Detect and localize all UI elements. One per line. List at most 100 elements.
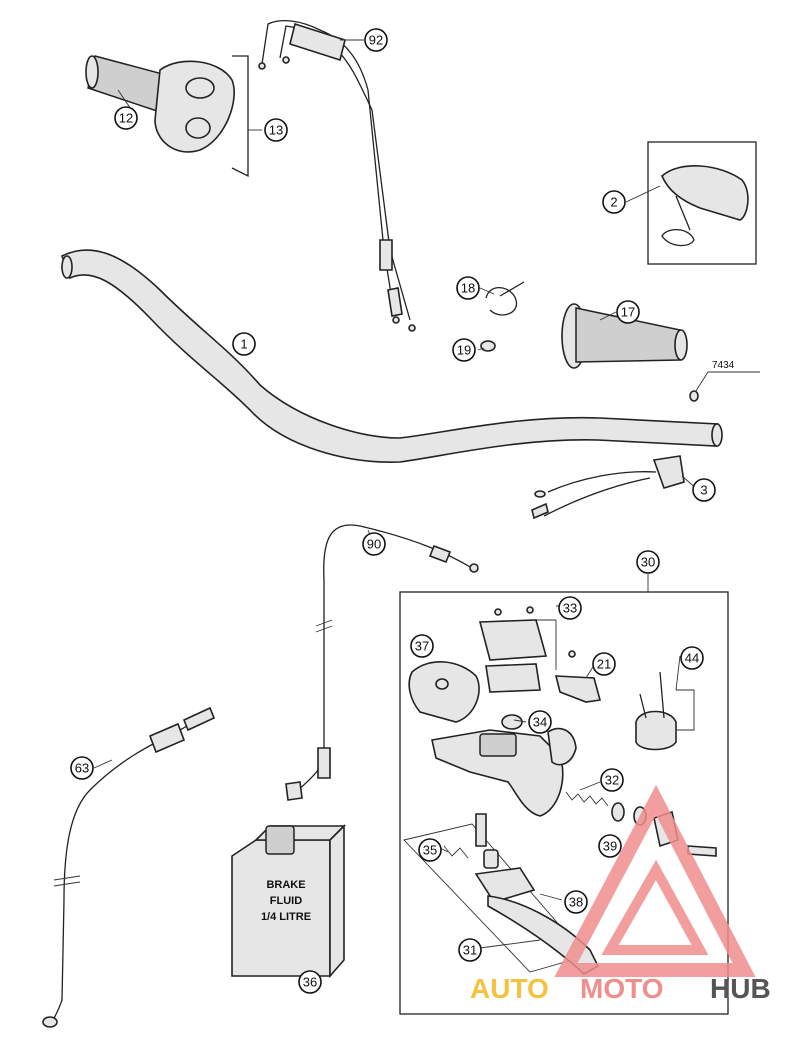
brake-assembly-box: [399, 574, 729, 1015]
brake-fluid-bottle: BRAKE FLUID 1/4 LITRE: [231, 824, 346, 979]
callout-circle: [452, 338, 476, 362]
callout-2: 2: [602, 190, 626, 214]
callout-circle: [410, 634, 434, 658]
watermark-logo: [554, 784, 756, 977]
callout-number: 3: [700, 483, 707, 498]
callout-33: 33: [558, 596, 582, 620]
callout-30: 30: [636, 550, 660, 574]
callout-34: 34: [528, 710, 552, 734]
callout-number: 21: [597, 657, 611, 672]
callout-number: 33: [563, 601, 577, 616]
callout-44: 44: [680, 646, 704, 670]
callout-number: 90: [367, 537, 381, 552]
callout-circle: [298, 970, 322, 994]
callout-32: 32: [600, 768, 624, 792]
handlebar: [61, 249, 723, 463]
throttle-housing-bracket: [231, 55, 249, 178]
callout-92: 92: [364, 28, 388, 52]
reservoir-protector: [408, 661, 480, 723]
left-grip: [561, 303, 688, 369]
bottle-label-line1: BRAKE: [266, 879, 305, 891]
reservoir-seal: [501, 714, 523, 730]
callout-circle: [362, 532, 386, 556]
ref-7434-leader: [689, 371, 760, 402]
leader-lines: [93, 39, 699, 949]
master-cylinder: [431, 727, 577, 817]
callout-circle: [70, 756, 94, 780]
callout-17: 17: [616, 300, 640, 324]
callout-63: 63: [70, 756, 94, 780]
callout-number: 12: [119, 111, 133, 126]
callout-number: 63: [75, 761, 89, 776]
bottle-label-line2: FLUID: [270, 895, 302, 907]
callout-circle: [564, 890, 588, 914]
callout-number: 44: [685, 651, 699, 666]
callout-number: 1: [240, 337, 247, 352]
clutch-cable: [42, 706, 216, 1028]
callout-circle: [528, 710, 552, 734]
callout-circle: [418, 838, 442, 862]
reservoir-cover: [478, 606, 557, 693]
callout-circle: [692, 478, 716, 502]
kill-switch: [531, 455, 685, 520]
callout-21: 21: [592, 652, 616, 676]
callout-circle: [598, 834, 622, 858]
bar-end-plug: [480, 340, 496, 352]
callout-36: 36: [298, 970, 322, 994]
cable-tie: [485, 281, 525, 316]
throttle-cable: [258, 19, 416, 332]
watermark-auto: AUTO: [470, 973, 549, 1004]
callout-circle: [602, 190, 626, 214]
callout-number: 35: [423, 843, 437, 858]
callout-circle: [232, 332, 256, 356]
callout-number: 18: [461, 281, 475, 296]
callout-number: 38: [569, 895, 583, 910]
callout-number: 13: [269, 123, 283, 138]
hot-start-cable: [285, 524, 479, 801]
callout-35: 35: [418, 838, 442, 862]
callout-circle: [636, 550, 660, 574]
callout-number: 17: [621, 305, 635, 320]
callout-number: 92: [369, 33, 383, 48]
callout-19: 19: [452, 338, 476, 362]
lever-adjuster: [554, 650, 602, 703]
callout-number: 31: [463, 943, 477, 958]
callout-circle: [558, 596, 582, 620]
bottle-label-line3: 1/4 LITRE: [261, 911, 311, 923]
callout-12: 12: [114, 106, 138, 130]
callout-39: 39: [598, 834, 622, 858]
callout-3: 3: [692, 478, 716, 502]
callout-number: 39: [603, 839, 617, 854]
handguard-box: [647, 141, 757, 265]
callout-number: 34: [533, 715, 547, 730]
callout-number: 2: [610, 195, 617, 210]
watermark-hub: HUB: [710, 973, 771, 1004]
callout-18: 18: [456, 276, 480, 300]
callout-circle: [458, 938, 482, 962]
callout-90: 90: [362, 532, 386, 556]
callout-1: 1: [232, 332, 256, 356]
callout-37: 37: [410, 634, 434, 658]
watermark-moto: MOTO: [580, 973, 663, 1004]
callout-number: 36: [303, 975, 317, 990]
callout-31: 31: [458, 938, 482, 962]
callout-circle: [616, 300, 640, 324]
callout-38: 38: [564, 890, 588, 914]
throttle-grip: [85, 55, 235, 153]
callout-circle: [114, 106, 138, 130]
callout-number: 19: [457, 343, 471, 358]
handlebar-clamp: [635, 671, 695, 751]
callout-circle: [264, 118, 288, 142]
callout-13: 13: [264, 118, 288, 142]
ref-code-label: 7434: [712, 360, 735, 371]
callout-number: 32: [605, 773, 619, 788]
callout-circle: [600, 768, 624, 792]
callout-number: 30: [641, 555, 655, 570]
callout-circle: [592, 652, 616, 676]
callout-circle: [680, 646, 704, 670]
callout-circle: [364, 28, 388, 52]
callout-number: 37: [415, 639, 429, 654]
callout-circle: [456, 276, 480, 300]
